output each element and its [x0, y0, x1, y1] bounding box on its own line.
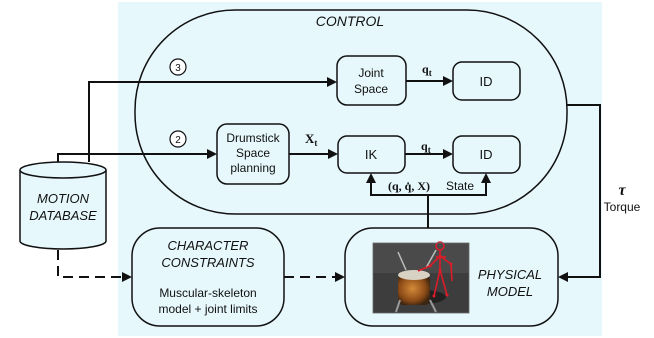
constraints-title-2: CONSTRAINTS — [161, 255, 255, 270]
physical-model-label-1: PHYSICAL — [478, 267, 542, 282]
torque-symbol: τ — [618, 182, 626, 199]
id-bottom-label: ID — [480, 147, 493, 162]
edge-qt-top: qt — [422, 62, 432, 78]
edge-xt: Xt — [305, 131, 317, 148]
state-symbols: (q, q̇, X) — [388, 179, 430, 193]
constraints-body-1: Muscular-skeleton — [159, 286, 256, 300]
database-label-1: MOTION — [37, 191, 90, 206]
torque-label: Torque — [604, 200, 641, 214]
physical-model-label-2: MODEL — [487, 284, 533, 299]
state-label: State — [446, 179, 474, 193]
constraints-title-1: CHARACTER — [168, 238, 249, 253]
edge-qt-bottom: qt — [421, 139, 431, 155]
control-container — [134, 9, 568, 215]
drumstick-label-2: Space — [236, 146, 270, 160]
path-2-label: 2 — [175, 135, 181, 146]
database-label-2: DATABASE — [29, 208, 97, 223]
edge-state-to-id — [428, 173, 491, 196]
drumstick-label-1: Drumstick — [226, 131, 280, 145]
joint-space-label-2: Space — [354, 82, 388, 96]
ik-label: IK — [365, 147, 378, 162]
edge-state-feedback — [366, 173, 429, 228]
control-title: CONTROL — [316, 13, 384, 29]
path-3-label: 3 — [175, 63, 181, 74]
edge-torque — [558, 104, 601, 282]
motion-database-icon — [19, 161, 107, 250]
path-2-badge — [169, 130, 187, 148]
id-top-label: ID — [480, 74, 493, 89]
edge-db-to-constraints — [57, 250, 132, 282]
constraints-body-2: model + joint limits — [158, 302, 257, 316]
id-top-box — [452, 61, 521, 101]
edge-db-to-joint-space — [88, 77, 337, 162]
joint-space-label-1: Joint — [358, 66, 384, 80]
drumstick-label-3: planning — [230, 161, 275, 175]
path-3-badge — [169, 58, 187, 76]
edge-db-to-drumstick — [57, 149, 217, 162]
joint-space-box — [336, 55, 407, 106]
drummer-render-image — [372, 241, 470, 314]
